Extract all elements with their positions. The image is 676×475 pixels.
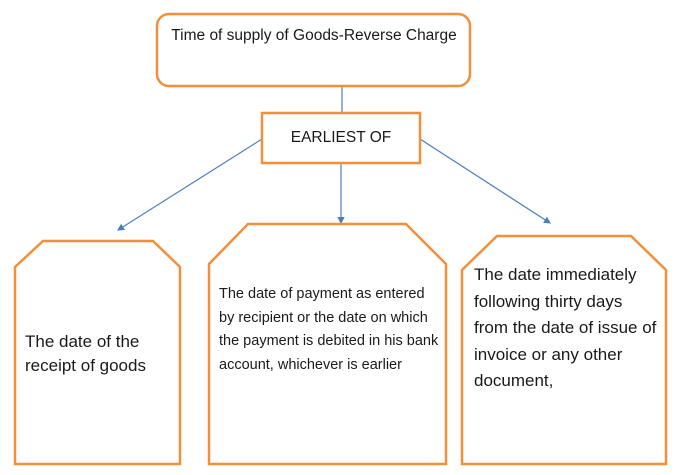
title-box (155, 12, 472, 88)
option-right-text: The date immediately following thirty da… (474, 265, 657, 390)
option-box-middle (207, 222, 448, 466)
earliest-of-text: EARLIEST OF (290, 129, 392, 146)
option-box-right (460, 234, 668, 466)
option-middle-text: The date of payment as entered by recipi… (219, 286, 439, 373)
title-text: Time of supply of Goods-Reverse Charge (171, 27, 457, 44)
arrow-to-right-option (419, 138, 552, 224)
earliest-of-box (260, 111, 422, 165)
arrow-to-left-option (116, 138, 263, 231)
option-box-left (13, 239, 182, 466)
option-left-text: The date of the receipt of goods (25, 332, 146, 375)
